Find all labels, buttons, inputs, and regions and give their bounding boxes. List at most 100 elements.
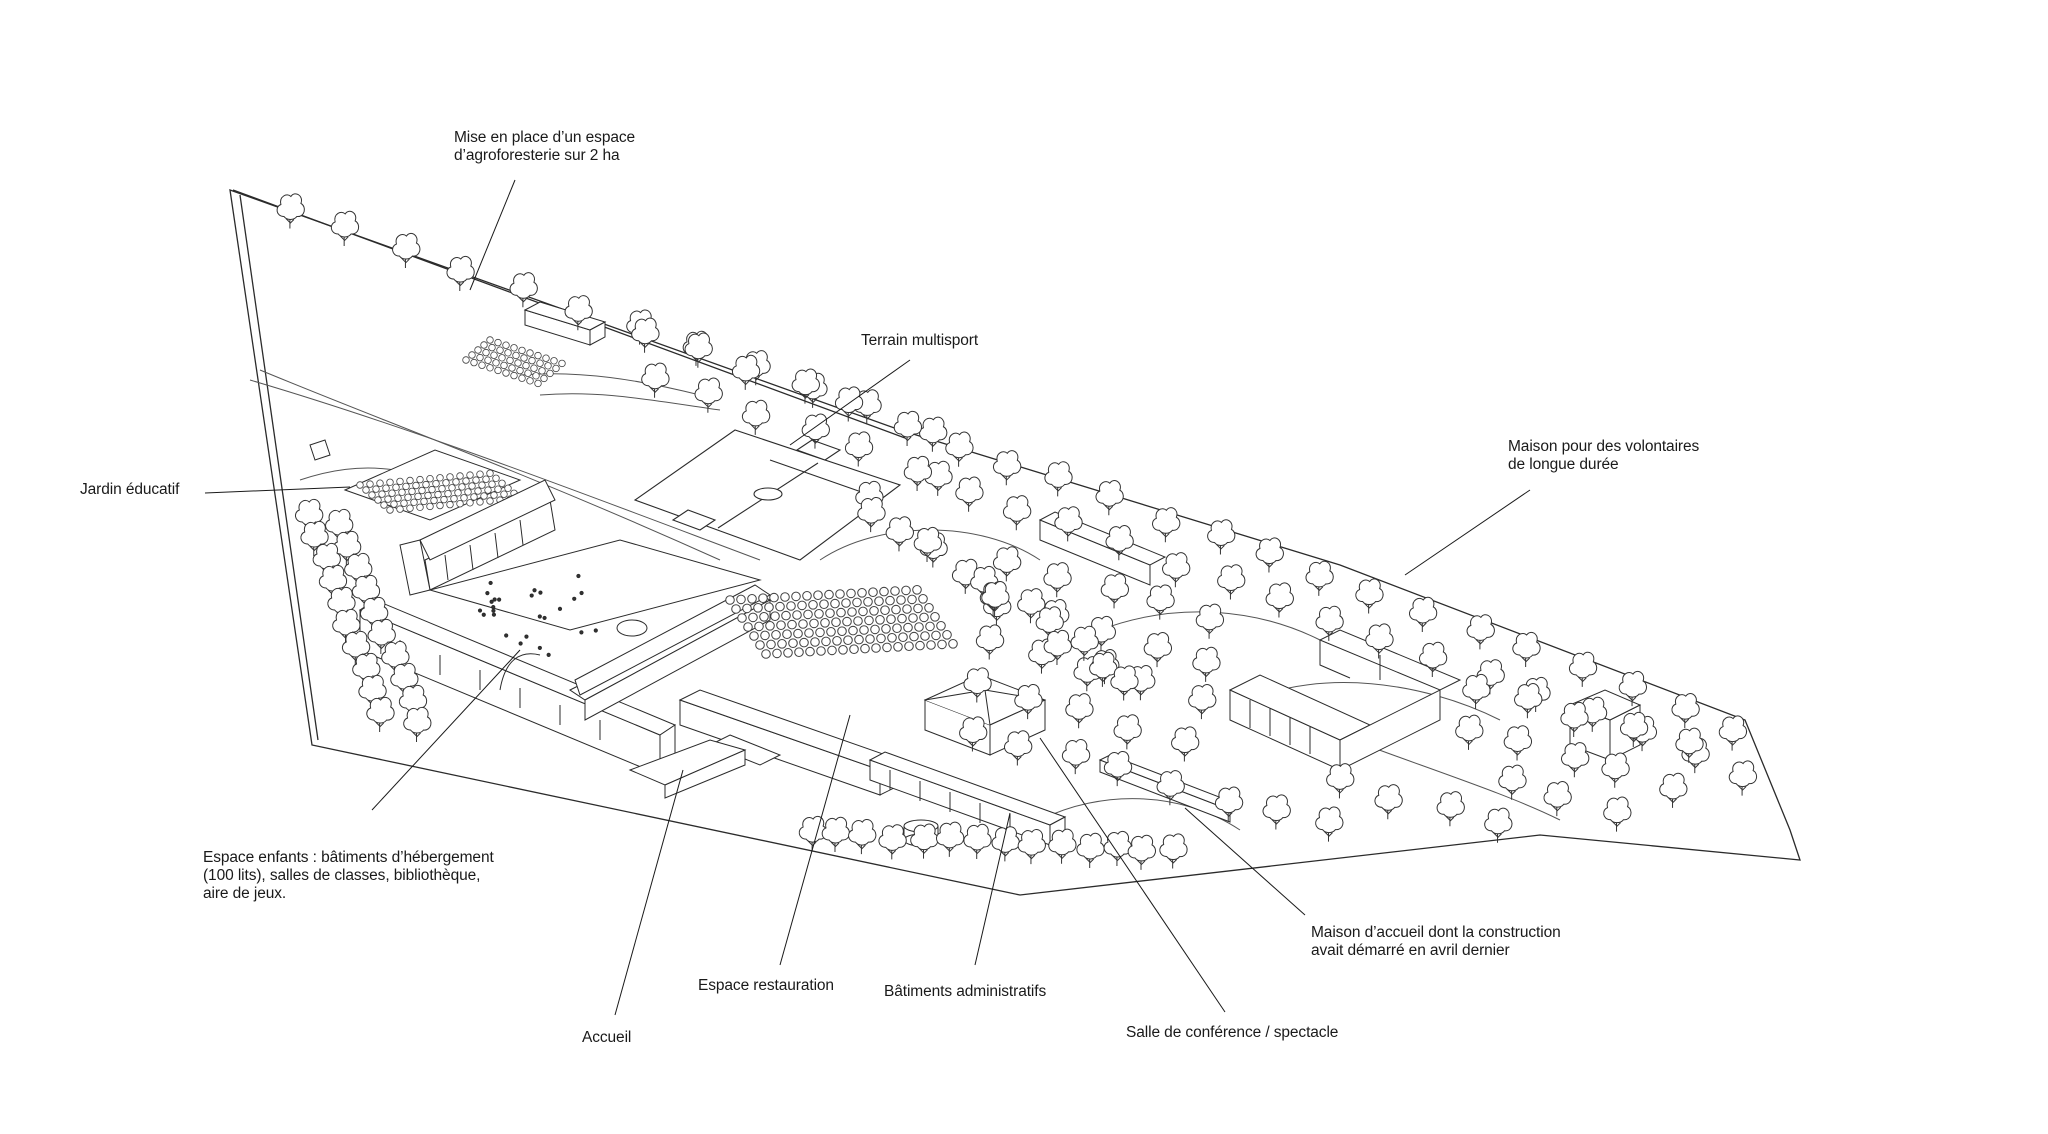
orchard-tree xyxy=(794,647,804,658)
orchard-tree xyxy=(764,602,774,613)
orchard-tree xyxy=(771,629,781,640)
orchard-tree xyxy=(810,637,820,647)
nursery-plant xyxy=(502,341,510,349)
orchard-tree xyxy=(749,631,759,641)
garden-plant xyxy=(426,502,434,511)
nursery-plant xyxy=(532,372,540,380)
orchard-tree xyxy=(942,629,952,640)
orchard-tree xyxy=(869,605,879,616)
garden-plant xyxy=(416,475,424,484)
nursery-plant xyxy=(482,348,490,357)
orchard-tree xyxy=(815,627,825,638)
orchard-tree xyxy=(863,596,873,607)
garden-plant xyxy=(412,481,420,490)
label-agroforesterie-line1: Mise en place d’un espace xyxy=(454,129,636,146)
orchard-tree xyxy=(813,590,823,601)
orchard-tree xyxy=(847,607,857,617)
orchard-tree xyxy=(841,598,851,608)
orchard-tree xyxy=(821,636,831,647)
play-marker xyxy=(489,599,494,604)
orchard-tree xyxy=(914,622,924,632)
orchard-tree xyxy=(920,631,930,641)
play-marker xyxy=(537,645,542,651)
garden-plant xyxy=(398,488,406,496)
play-marker xyxy=(579,630,584,635)
garden-plant xyxy=(446,500,454,509)
nursery-plant xyxy=(480,341,488,349)
garden-plant xyxy=(482,475,490,483)
leader-restauration xyxy=(779,714,851,966)
nursery-plant xyxy=(468,351,476,359)
orchard-tree xyxy=(891,604,901,615)
leader-administratifs xyxy=(974,812,1011,966)
label-terrain-line1: Terrain multisport xyxy=(861,332,979,349)
garden-plant xyxy=(460,494,468,502)
orchard-tree xyxy=(760,630,770,641)
play-marker xyxy=(492,597,497,602)
orchard-tree xyxy=(753,602,763,613)
garden-plant xyxy=(394,494,402,502)
label-terrain-multisport: Terrain multisport xyxy=(861,332,978,350)
orchard-tree xyxy=(777,638,787,649)
label-accueil: Accueil xyxy=(582,1029,631,1047)
orchard-tree xyxy=(874,596,884,607)
orchard-tree xyxy=(912,584,922,595)
orchard-tree xyxy=(824,589,834,600)
nursery-plant xyxy=(490,351,498,359)
orchard-tree xyxy=(819,599,829,610)
nursery-plant xyxy=(486,364,494,372)
orchard-tree xyxy=(931,630,941,641)
orchard-tree xyxy=(849,644,859,655)
orchard-tree xyxy=(770,611,780,622)
play-marker xyxy=(477,608,483,613)
orchard-tree xyxy=(846,588,856,599)
play-marker xyxy=(518,641,523,646)
nursery-plant xyxy=(474,346,482,354)
nursery-plant xyxy=(528,356,536,365)
garden-plant xyxy=(382,484,390,492)
orchard-tree xyxy=(948,638,958,649)
orchard-tree xyxy=(915,640,925,651)
orchard-tree xyxy=(919,612,929,623)
orchard-tree xyxy=(743,622,753,632)
nursery-plant xyxy=(508,364,516,372)
orchard-tree xyxy=(786,601,796,611)
play-marker xyxy=(537,614,542,619)
label-restauration-line1: Espace restauration xyxy=(698,977,834,994)
nursery-plant xyxy=(546,369,554,378)
garden-plant xyxy=(404,493,412,501)
leader-volontaires xyxy=(1404,489,1531,576)
garden-plant xyxy=(476,498,484,506)
nursery-plant xyxy=(516,366,524,375)
leader-maison-accueil xyxy=(1184,807,1306,916)
orchard-tree xyxy=(809,618,819,629)
orchard-tree xyxy=(907,594,917,605)
play-marker xyxy=(488,580,493,586)
play-marker xyxy=(542,615,547,621)
garden-plant xyxy=(440,495,448,504)
play-marker xyxy=(557,606,563,611)
garden-plant xyxy=(488,480,496,488)
orchard-tree xyxy=(831,617,841,628)
play-marker xyxy=(529,593,534,598)
orchard-tree xyxy=(893,641,903,652)
orchard-tree xyxy=(769,592,779,603)
orchard-tree xyxy=(816,646,826,656)
buildings-administratifs xyxy=(868,751,1067,846)
orchard-tree xyxy=(825,608,835,619)
garden-plant xyxy=(480,492,488,500)
building-accueil xyxy=(628,739,747,799)
orchard-tree xyxy=(788,638,798,649)
orchard-tree xyxy=(892,623,902,634)
garden-plant xyxy=(484,486,492,494)
garden-plant xyxy=(466,471,474,479)
orchard-tree xyxy=(792,610,802,620)
orchard-tree xyxy=(886,614,896,625)
garden-plant xyxy=(390,500,398,508)
garden-plant xyxy=(362,486,370,494)
nursery-plant xyxy=(512,351,520,360)
nursery-plant xyxy=(478,361,486,369)
orchard-tree xyxy=(783,647,793,658)
orchard-tree xyxy=(848,625,858,636)
